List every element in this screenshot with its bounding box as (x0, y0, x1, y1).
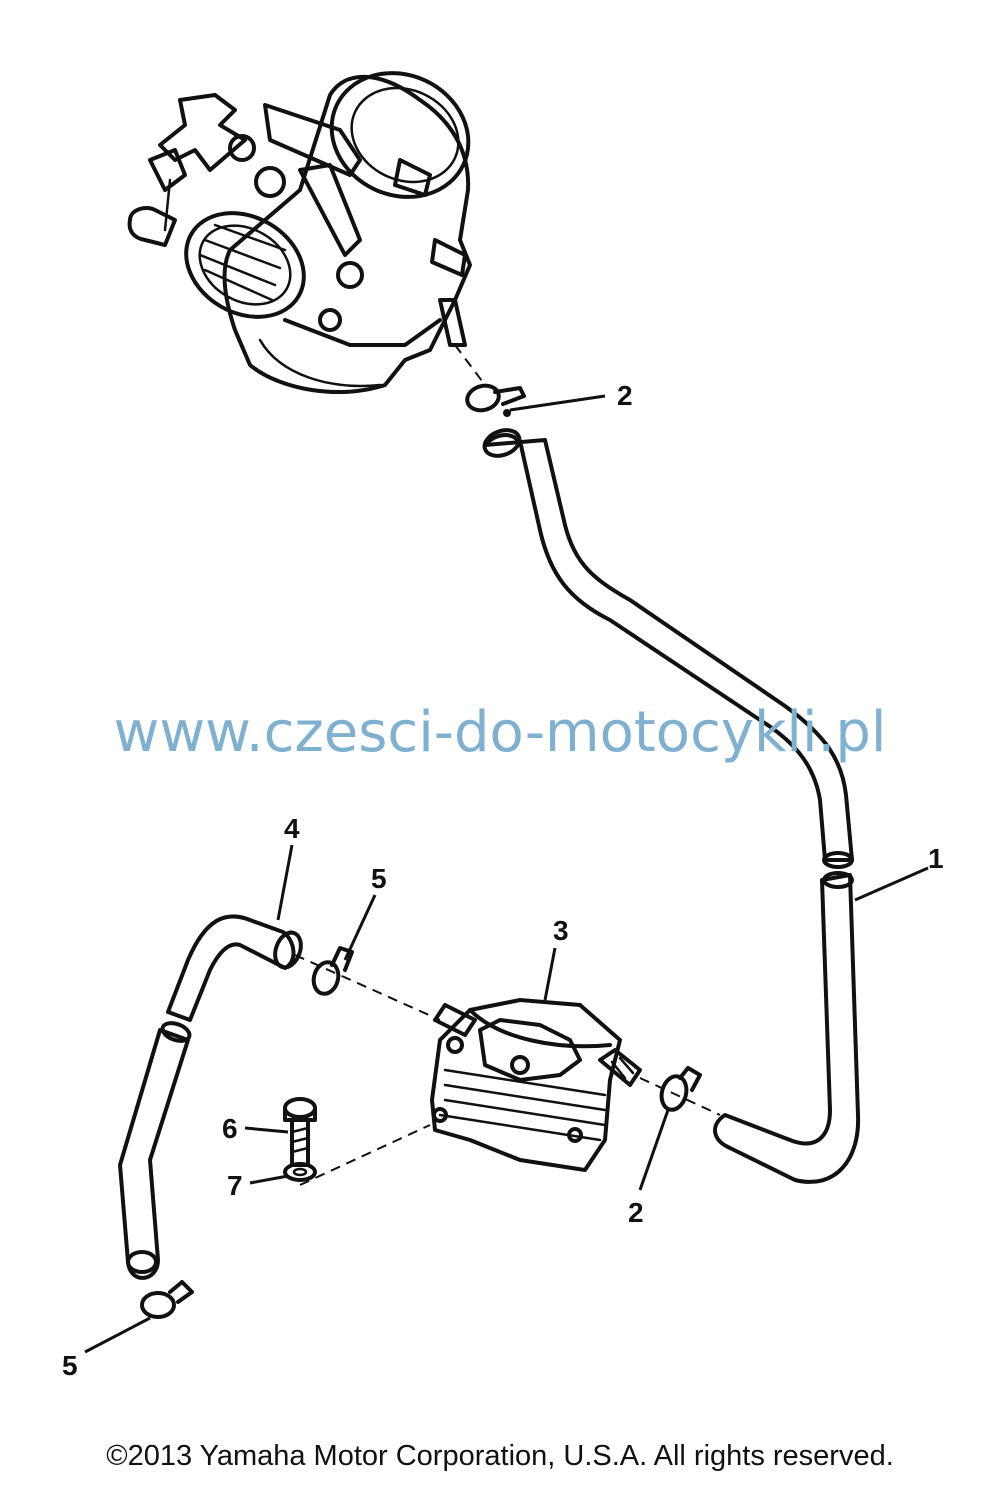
callout-2-top: 2 (617, 380, 633, 411)
hose-4 (118, 914, 303, 1280)
clip-2-bottom (659, 1066, 702, 1112)
hose-1 (482, 428, 861, 1184)
watermark-text: www.czesci-do-motocykli.pl (113, 700, 887, 765)
callout-1: 1 (928, 843, 944, 874)
clip-5-top (311, 946, 354, 996)
clip-2-top (465, 383, 526, 417)
callout-2-bottom: 2 (628, 1197, 644, 1228)
callout-5-top: 5 (371, 863, 387, 894)
callout-5-bottom: 5 (62, 1350, 78, 1381)
callout-6: 6 (222, 1113, 238, 1144)
copyright-notice: ©2013 Yamaha Motor Corporation, U.S.A. A… (106, 1440, 894, 1472)
callout-4: 4 (284, 813, 300, 844)
carburetor (127, 71, 472, 395)
callout-7: 7 (227, 1170, 243, 1201)
washer-7 (283, 1162, 317, 1182)
bolt-6 (283, 1097, 317, 1167)
fuel-pump-3 (430, 998, 642, 1172)
clip-5-bottom (140, 1280, 194, 1319)
callout-3: 3 (553, 915, 569, 946)
